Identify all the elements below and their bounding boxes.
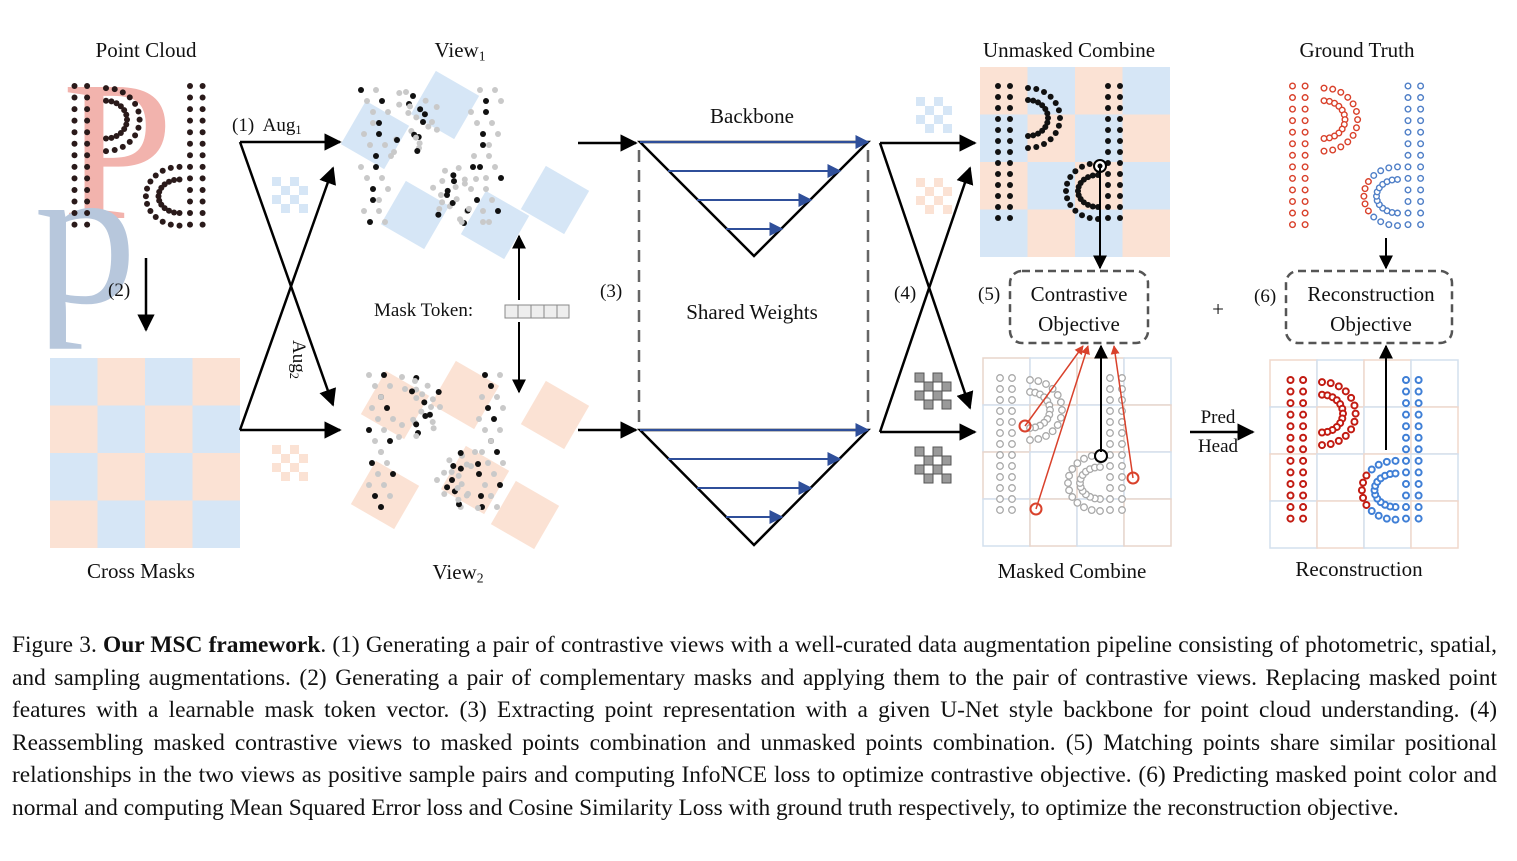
point-cloud-dots [71,83,206,229]
positive-pair-arrows [1024,345,1134,510]
label-contrastive-objective: Objective [1038,312,1120,336]
reassemble-arrows [878,134,977,441]
label-backbone: Backbone [710,104,794,128]
point-cloud-graphic: P d [36,41,206,387]
label-cross-masks: Cross Masks [87,559,195,583]
label-step-6: (6) [1254,286,1277,307]
view-1-graphic [340,70,590,260]
mini-mask-icons [272,177,308,481]
label-view-2: View2 [432,560,484,586]
label-step-2: (2) [108,280,131,301]
msc-framework-figure: P d [36,38,1459,586]
reconstruction-objective-box [1284,269,1454,345]
label-head: Head [1197,436,1239,457]
label-step-1: (1) Aug1 [232,115,302,138]
skip-connections [640,135,870,524]
view-2-graphic [350,360,590,550]
ground-truth-graphic [1288,82,1425,230]
augmentation-arrows [238,133,342,439]
label-pred: Pred [1200,407,1236,428]
diagram-canvas: P d [36,41,1459,550]
masked-combine-graphic [982,357,1172,547]
mini-mask-icons-right [914,97,952,484]
label-unmasked-combine: Unmasked Combine [982,38,1156,62]
letter-p-fill: P [62,41,173,262]
caption-figure-number: Figure 3. [12,632,97,658]
label-reconstruction: Reconstruction [1295,557,1423,581]
label-view-1: View1 [434,38,486,64]
label-shared-weights: Shared Weights [686,300,818,324]
label-masked-combine: Masked Combine [997,559,1147,583]
unmasked-combine-graphic [980,67,1170,257]
caption-title: Our MSC framework [103,632,321,658]
cross-masks-grid [50,358,240,548]
mask-token-vector [504,304,570,319]
label-reconstruction-objective-1: Reconstruction [1307,282,1435,306]
label-contrastive: Contrastive [1030,282,1128,306]
label-aug-2: Aug2 [286,340,309,379]
label-plus: + [1212,297,1224,321]
label-step-5: (5) [978,284,1001,305]
label-step-4: (4) [894,283,917,304]
label-reconstruction-objective-2: Objective [1330,312,1412,336]
figure-caption: Figure 3. Our MSC framework. (1) Generat… [12,629,1497,825]
label-mask-token: Mask Token: [374,300,474,321]
label-ground-truth: Ground Truth [1299,38,1415,62]
label-point-cloud: Point Cloud [95,38,197,62]
contrastive-objective-box [1008,269,1150,345]
label-step-3: (3) [600,281,623,302]
caption-body: . (1) Generating a pair of contrastive v… [12,632,1497,821]
reconstruction-graphic [1269,359,1459,549]
